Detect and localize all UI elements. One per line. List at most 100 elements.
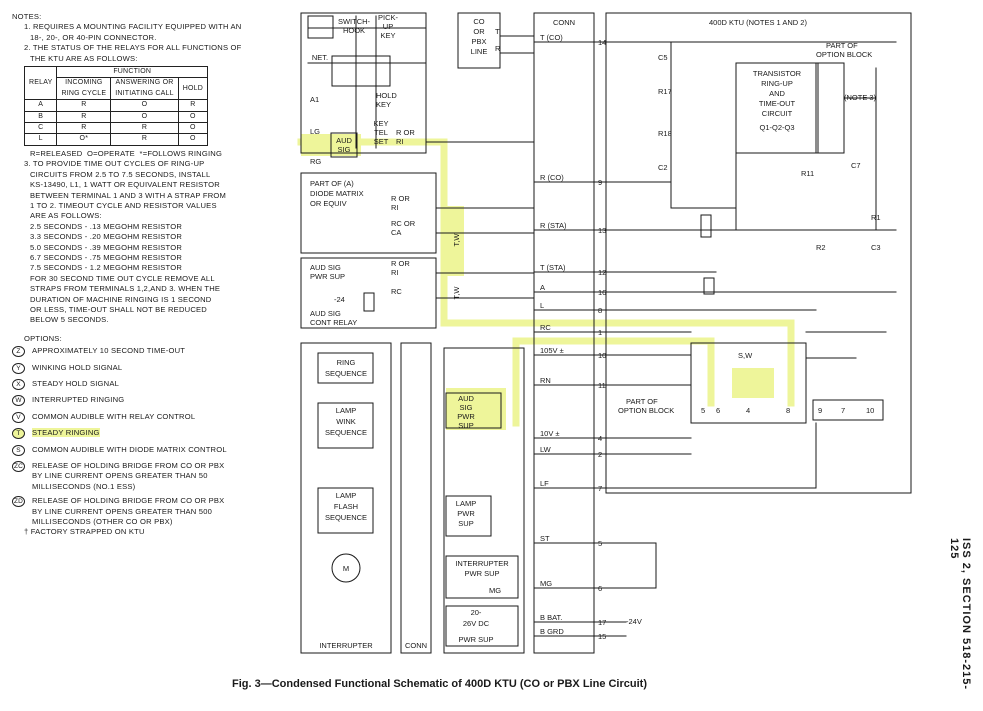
option-terminal: 6 [716,406,720,415]
lead-label: B GRD [540,627,564,636]
aud-sig-pwr-sup-label: AUD SIG [310,263,341,272]
conn-label: CONN [553,18,575,27]
aud-sig-pwr-label: AUD [458,394,474,403]
pin-number: 12 [598,268,606,277]
col-hold: HOLD [177,77,208,101]
note-2-line-1: 2. THE STATUS OF THE RELAYS FOR ALL FUNC… [24,43,242,53]
option-block-right [812,399,884,421]
note-3-line: 6.7 SECONDS - .75 MEGOHM RESISTOR [30,252,183,262]
key-tel-set-label: KEY [373,119,388,128]
option-symbol-icon: ZD [12,496,25,508]
pin-number: 11 [598,381,606,390]
lead-label: RN [540,376,551,385]
diode-matrix-label: DIODE MATRIX [310,189,364,198]
lead-label: B BAT. [540,613,562,622]
mg-label: MG [489,586,501,595]
option-symbol-icon: T [12,428,25,440]
minus24v-label: -24V [626,617,642,626]
tw-label: T,W [452,286,461,300]
lamp-flash-label: SEQUENCE [325,513,367,522]
note-3-line: BETWEEN TERMINAL 1 AND 3 WITH A STRAP FR… [30,190,227,200]
relay-label: AUD SIG [310,309,341,318]
pickup-key-label: PICK- [378,13,399,22]
c7-label: C7 [851,161,861,170]
option-terminal: 9 [818,406,822,415]
lamp-flash-box [317,487,374,534]
lead-label: ST [540,534,550,543]
option-block-label: OPTION BLOCK [816,50,872,59]
co-line-label: CO [473,17,484,26]
ring-sequence-label: RING [337,358,356,367]
r-label: R [495,44,501,53]
lamp-wink-box [317,402,374,449]
dc-supply-label: 26V DC [463,619,490,628]
lead-label: LW [540,445,552,454]
lead-label: L [540,301,544,310]
transistor-label: AND [769,89,785,98]
footnote: † FACTORY STRAPPED ON KTU [24,527,145,537]
lead-label: T (STA) [540,263,566,272]
pin-number: 6 [598,584,602,593]
relay-label: CONT RELAY [310,318,357,327]
note-3-line: 7.5 SECONDS - 1.2 MEGOHM RESISTOR [30,263,183,273]
ring-sequence-label: SEQUENCE [325,369,367,378]
lead-label: R (CO) [540,173,564,182]
key-tel-set-label: SET [374,137,389,146]
pin-number: 8 [598,306,602,315]
option-terminal: 8 [786,406,790,415]
note-3-line: KS-13490, L1, 1 WATT OR EQUIVALENT RESIS… [30,180,220,190]
r1-label: R1 [871,213,881,222]
minus24-label: -24 [334,295,345,304]
lamp-flash-label: FLASH [334,502,358,511]
diode-matrix-label: PART OF (A) [310,179,354,188]
co-line-box [457,12,501,69]
option-terminal: 4 [746,406,750,415]
lamp-wink-label: LAMP [336,406,356,415]
aud-sig-pwr-label: SIG [460,403,473,412]
interrupter-frame [300,342,392,654]
co-line-label: LINE [471,47,488,56]
net-box [307,15,334,39]
dc-supply-box [445,605,519,647]
r17-label: R17 [658,87,672,96]
option-block-label: PART OF [826,41,858,50]
option-terminal: 5 [701,406,705,415]
lamp-pwr-box [445,495,492,537]
lead-label: 10V ± [540,429,560,438]
pin-number: 4 [598,434,602,443]
pin-number: 2 [598,450,602,459]
transistor-label: CIRCUIT [762,109,793,118]
r18-label: R18 [658,129,672,138]
dc-supply-label: 20- [471,608,482,617]
aud-sig-pwr-sup-label: PWR SUP [310,272,345,281]
internal-wiring [625,41,897,589]
options-heading: OPTIONS: [24,333,62,343]
switchhook-frame [300,12,427,154]
rg-label: RG [310,157,321,166]
transistor-label: TRANSISTOR [753,69,802,78]
note-3-line: 1 TO 2. TIMEOUT CYCLE AND RESISTOR VALUE… [30,200,217,210]
ring-sequence-box [317,352,374,384]
option-symbol-icon: X [12,379,25,390]
r11-label: R11 [801,169,814,178]
function-header: FUNCTION [56,66,208,79]
aud-sig-pwr-label: PWR [457,412,475,421]
option-block-bottom [690,342,807,424]
relay-l-coil [700,214,712,238]
rc-or-ca-label: RC OR [391,219,416,228]
r-or-ri-label: RI [396,137,404,146]
switchhook-label: HOOK [343,26,365,35]
pin-number: 13 [598,226,606,235]
option-symbol-icon: Y [12,362,25,374]
option-block-top [815,62,845,154]
note-3-line: 5.0 SECONDS - .39 MEGOHM RESISTOR [30,242,183,252]
hold-key-box [331,55,391,87]
